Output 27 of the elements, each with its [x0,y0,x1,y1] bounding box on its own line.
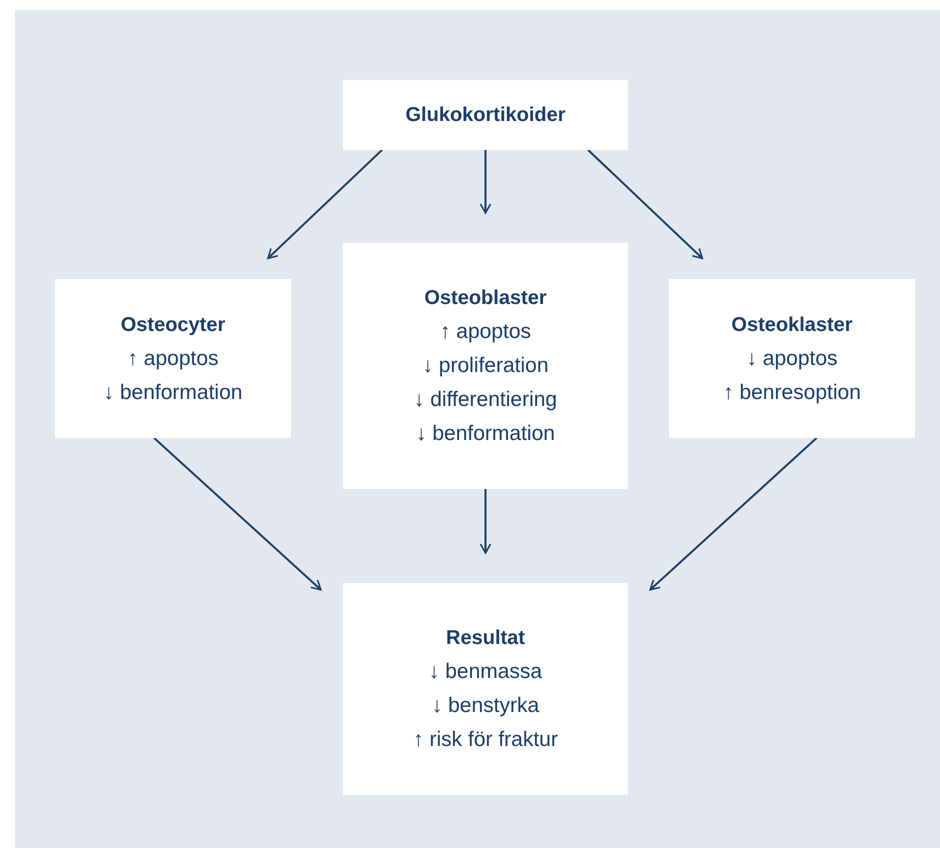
arrow [267,149,383,260]
effect-text: ↑ risk för fraktur [413,727,558,753]
arrow [480,150,492,214]
box-heading: Osteocyter [120,312,226,338]
effect-text: ↓ benformation [104,380,242,406]
arrow [153,437,322,591]
box-heading: Glukokortikoider [405,103,566,128]
box-heading: Osteoklaster [731,312,853,338]
effect-text: ↑ apoptos [127,346,219,372]
process-box [343,243,628,489]
effect-text: ↓ apoptos [746,346,838,372]
effect-text: ↑ benresoption [723,380,861,406]
effect-text: ↓ benformation [416,421,555,447]
arrow [480,489,492,554]
arrow [587,149,704,260]
arrow [649,437,818,591]
box-heading: Resultat [446,626,525,651]
effect-text: ↑ apoptos [440,319,532,345]
effect-text: ↓ proliferation [422,353,549,379]
effect-text: ↓ benmassa [428,659,542,685]
effect-text: ↓ benstyrka [432,693,540,719]
process-box [343,583,628,795]
process-box [669,279,915,438]
process-box [55,279,291,438]
effect-text: ↓ differentiering [414,387,558,413]
box-heading: Osteoblaster [424,286,547,311]
process-box [343,80,628,150]
